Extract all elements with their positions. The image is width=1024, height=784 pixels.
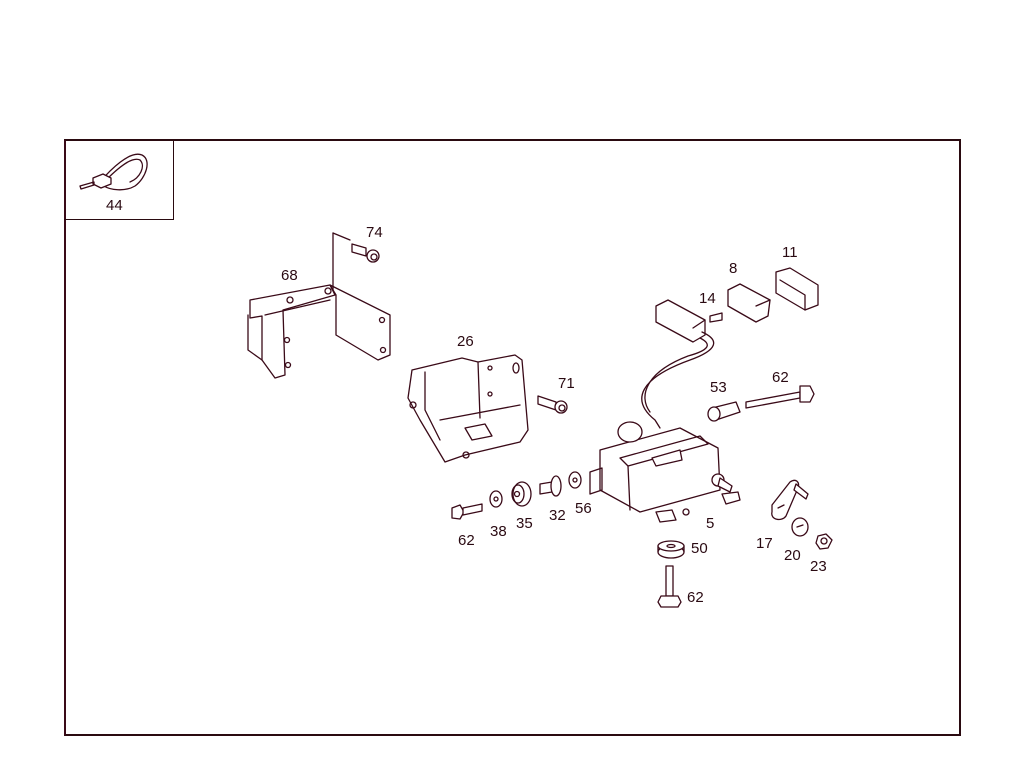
cable-tie-icon[interactable] [79,153,148,191]
connector-cover-icon[interactable] [775,267,819,311]
label-14: 14 [699,290,716,307]
bolt-62-vertical-icon[interactable] [657,565,682,608]
label-35: 35 [516,515,533,532]
diagram-frame [64,139,961,736]
connector-cable-icon[interactable] [641,299,715,429]
label-71: 71 [558,375,575,392]
label-53: 53 [710,379,727,396]
mounting-bracket-icon[interactable] [247,232,391,379]
label-8: 8 [729,260,737,277]
label-62-top: 62 [772,369,789,386]
nut-23-icon[interactable] [815,533,833,550]
label-32: 32 [549,507,566,524]
wiper-motor-icon[interactable] [589,421,741,523]
label-23: 23 [810,558,827,575]
connector-plate-icon[interactable] [727,283,771,323]
long-bolt-icon[interactable] [745,385,815,409]
label-50: 50 [691,540,708,557]
washer-38-icon[interactable] [489,490,503,508]
label-11: 11 [782,244,798,261]
screw-71-icon[interactable] [537,395,568,414]
spacer-sleeve-icon[interactable] [707,401,741,422]
rubber-buffer-icon[interactable] [657,540,685,559]
label-62-bottom: 62 [687,589,704,606]
label-20: 20 [784,547,801,564]
screw-14-icon[interactable] [709,312,723,323]
grommet-35-icon[interactable] [511,481,532,507]
screw-74-icon[interactable] [351,243,380,263]
label-74: 74 [366,224,383,241]
bolt-62-icon[interactable] [451,503,483,520]
holder-bracket-icon[interactable] [407,354,529,463]
washer-20-icon[interactable] [791,517,809,537]
label-17: 17 [756,535,773,552]
label-26: 26 [457,333,474,350]
label-38: 38 [490,523,507,540]
inset-box [64,139,174,220]
bushing-32-icon[interactable] [539,475,562,497]
label-5: 5 [706,515,714,532]
label-62-left: 62 [458,532,475,549]
label-68: 68 [281,267,298,284]
crank-arm-icon[interactable] [771,479,809,521]
label-56: 56 [575,500,592,517]
label-44: 44 [106,197,123,214]
washer-56-icon[interactable] [568,471,582,489]
